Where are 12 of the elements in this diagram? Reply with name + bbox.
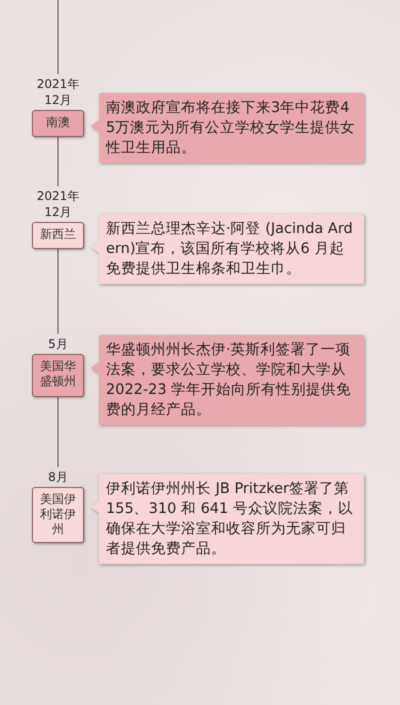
place-tag: 新西兰 [32,222,84,249]
date-label: 2021年 12月 [36,76,80,108]
callout-box: 伊利诺伊州州长 JB Pritzker签署了第155、310 和 641 号众议院法案，以确保在大学浴室和收容所为无家可归者提供免费产品。 [91,474,364,564]
callout-box: 华盛顿州州长杰伊·英斯利签署了一项法案，要求公立学校、学院和大学从 2022-23 学年开始向所有性别提供免费的月经产品。 [91,335,364,425]
callout-box: 南澳政府宣布将在接下来3年中花费45万澳元为所有公立学校女学生提供女性卫生用品。 [91,93,364,163]
callout-box: 新西兰总理杰辛达·阿登 (Jacinda Ardern)宣布，该国所有学校将从6 月起免费提供卫生棉条和卫生巾。 [91,214,364,284]
place-tag: 美国华盛顿州 [32,354,84,397]
place-tag: 美国伊利诺伊州 [32,487,84,543]
date-label: 2021年 12月 [36,188,80,220]
date-label: 8月 [47,469,69,485]
date-label: 5月 [47,336,69,352]
place-tag: 南澳 [32,110,84,137]
